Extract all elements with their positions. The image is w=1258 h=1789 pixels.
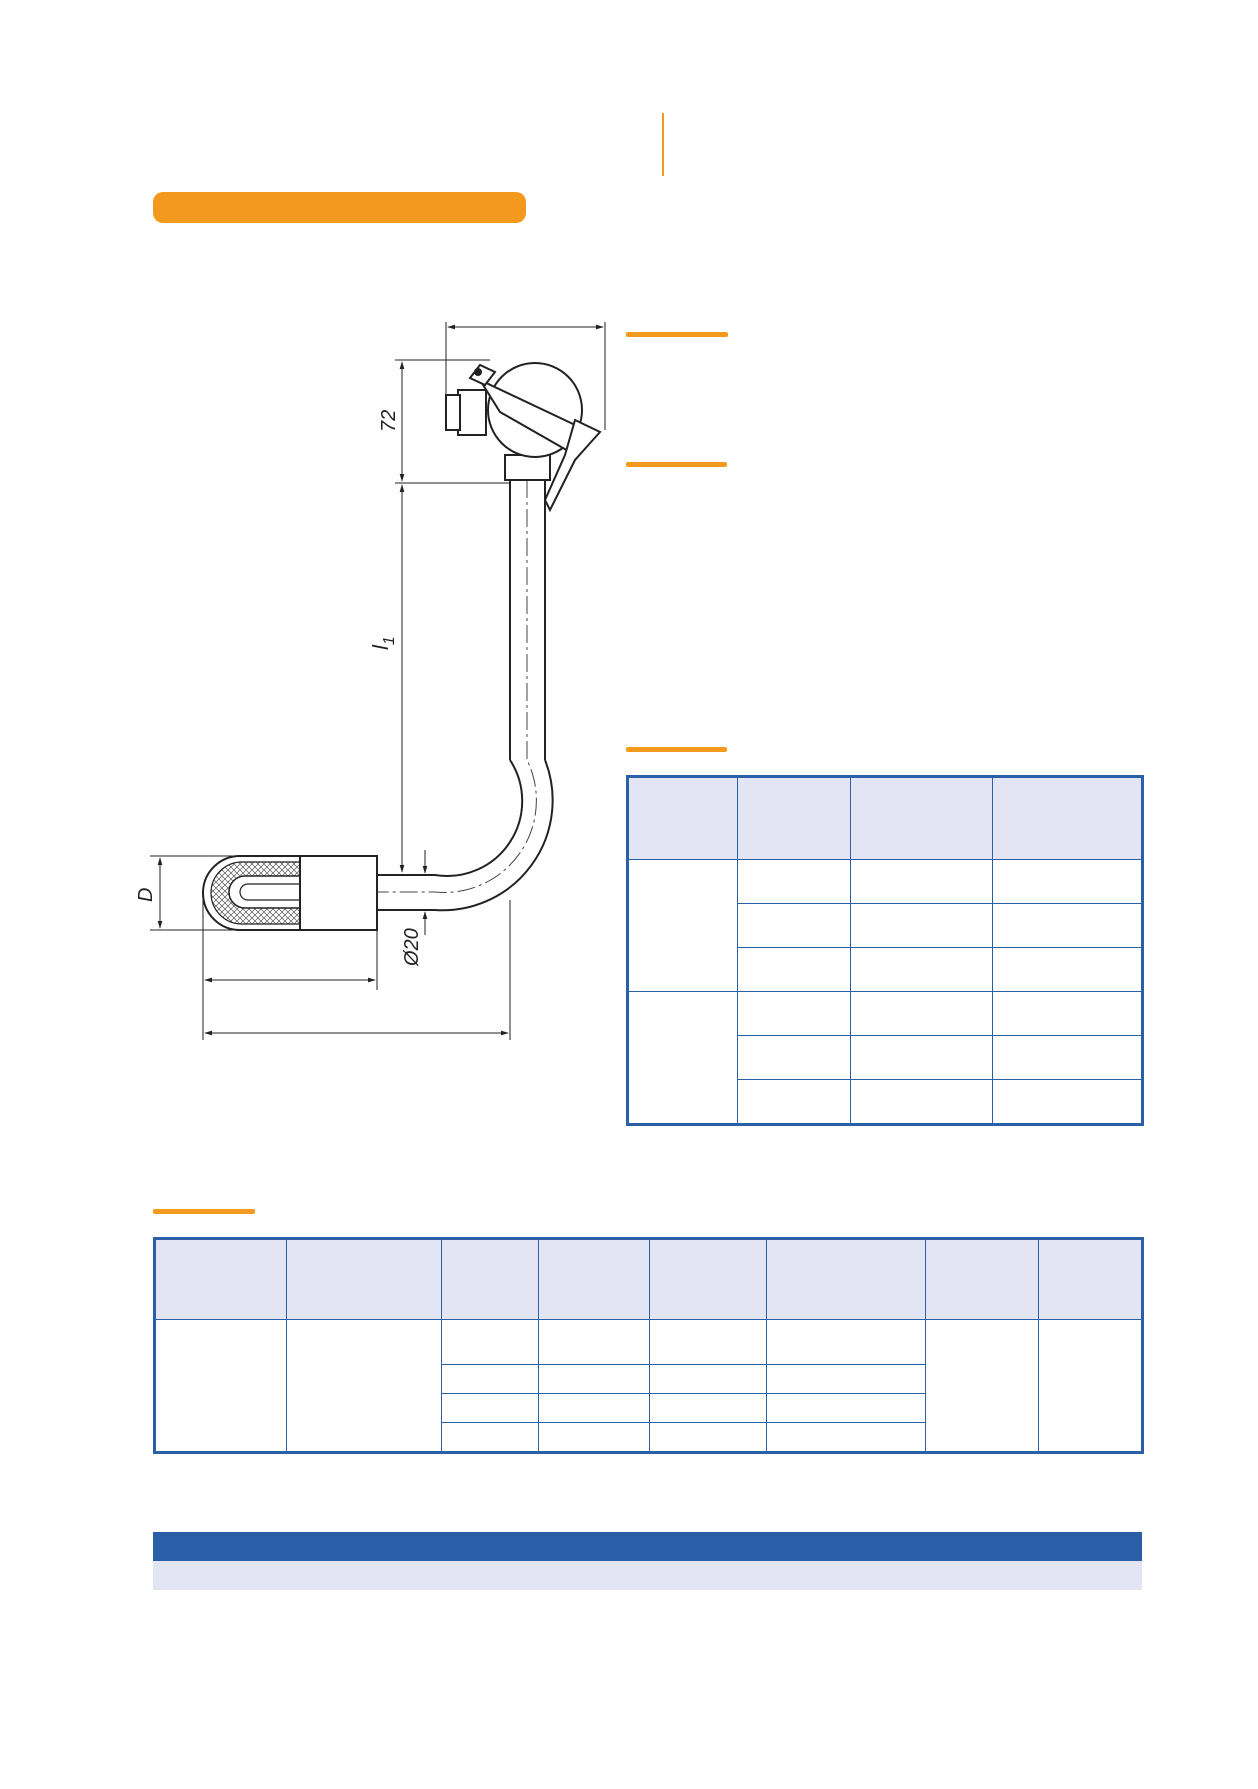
- table-row: [628, 991, 1142, 1124]
- model-header-cell: [441, 1239, 539, 1320]
- table-cell: [992, 859, 1142, 904]
- table-row: [156, 1422, 1142, 1452]
- model-group-cell: [925, 1319, 1039, 1452]
- model-header-cell: [155, 1239, 287, 1320]
- table-cell: [850, 991, 993, 1036]
- connection-head: [445, 362, 602, 513]
- model-group-cell: [155, 1319, 287, 1452]
- table-cell: [766, 1319, 926, 1365]
- table-row: [629, 1079, 1142, 1124]
- table-cell: [737, 859, 851, 904]
- model-table: [153, 1237, 1144, 1454]
- dim-diameter-sleeve: D: [135, 888, 157, 902]
- protective-tube: [377, 480, 554, 912]
- table-row: [156, 1393, 1142, 1423]
- table-row: [629, 947, 1142, 992]
- table-cell: [538, 1422, 650, 1452]
- spec-table-header: [628, 777, 1142, 860]
- table-cell: [850, 947, 993, 992]
- table-cell: [992, 991, 1142, 1036]
- table-cell: [850, 1035, 993, 1080]
- model-header-cell: [286, 1239, 442, 1320]
- sensing-sleeve: [202, 855, 378, 931]
- model-header-cell: [925, 1239, 1039, 1320]
- spec-header-cell: [992, 777, 1142, 860]
- table-cell: [992, 947, 1142, 992]
- table-cell: [850, 859, 993, 904]
- table-cell: [766, 1422, 926, 1452]
- table-cell: [737, 947, 851, 992]
- table-cell: [538, 1393, 650, 1423]
- table-cell: [737, 903, 851, 948]
- dim-length-main: l: [368, 644, 393, 650]
- table-cell: [649, 1393, 767, 1423]
- model-group-cell: [286, 1319, 442, 1452]
- table-cell: [649, 1364, 767, 1394]
- table-row: [628, 859, 1142, 992]
- table-row: [629, 1035, 1142, 1080]
- sensor-drawing: 72 l1 D Ø20: [135, 322, 606, 1040]
- table-cell: [766, 1364, 926, 1394]
- table-cell: [737, 991, 851, 1036]
- spec-group-cell: [628, 991, 738, 1124]
- table-cell: [649, 1319, 767, 1365]
- spec-header-cell: [737, 777, 851, 860]
- spec-header-cell: [850, 777, 993, 860]
- table-cell: [737, 1035, 851, 1080]
- table-row: [156, 1364, 1142, 1394]
- table-cell: [441, 1393, 539, 1423]
- table-cell: [441, 1364, 539, 1394]
- table-cell: [992, 1079, 1142, 1124]
- dim-length: l1: [368, 636, 398, 650]
- model-header-cell: [649, 1239, 767, 1320]
- model-header-cell: [1038, 1239, 1142, 1320]
- header-accent-line: [662, 113, 664, 176]
- dim-head-height: 72: [378, 410, 400, 432]
- section-marker-2: [626, 462, 727, 467]
- table-cell: [992, 903, 1142, 948]
- table-cell: [850, 1079, 993, 1124]
- dim-length-subscript: 1: [381, 636, 398, 645]
- model-group-cell: [1038, 1319, 1142, 1452]
- table-row: [155, 1319, 1142, 1452]
- model-table-header: [155, 1239, 1142, 1320]
- model-header-cell: [538, 1239, 650, 1320]
- section-marker-4: [153, 1209, 255, 1214]
- table-cell: [766, 1393, 926, 1423]
- table-cell: [649, 1422, 767, 1452]
- section-title-bar: [153, 192, 526, 223]
- table-cell: [538, 1319, 650, 1365]
- table-cell: [737, 1079, 851, 1124]
- spec-header-cell: [628, 777, 738, 860]
- footer-strip: [153, 1561, 1142, 1590]
- table-cell: [441, 1319, 539, 1365]
- table-cell: [992, 1035, 1142, 1080]
- spec-table: [626, 775, 1144, 1126]
- footer-bar: [153, 1532, 1142, 1561]
- table-cell: [441, 1422, 539, 1452]
- section-marker-1: [626, 332, 728, 337]
- model-header-cell: [766, 1239, 926, 1320]
- section-marker-3: [626, 747, 727, 752]
- table-cell: [538, 1364, 650, 1394]
- dim-diameter-tube: Ø20: [401, 928, 423, 967]
- table-cell: [850, 903, 993, 948]
- spec-group-cell: [628, 859, 738, 992]
